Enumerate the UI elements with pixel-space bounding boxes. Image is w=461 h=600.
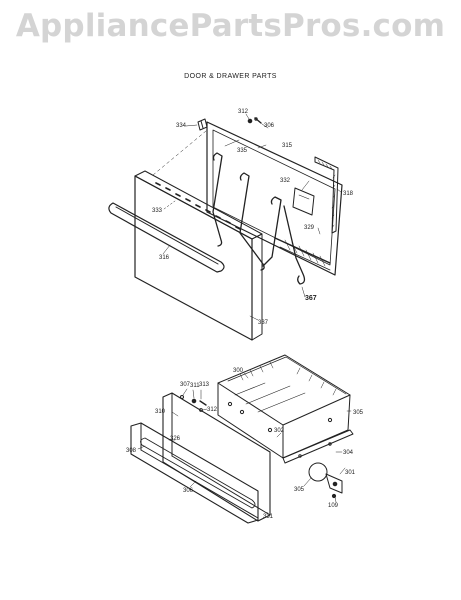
callout-310: 310	[155, 409, 166, 415]
diagram-title: DOOR & DRAWER PARTS	[184, 73, 277, 80]
top-screws	[247, 117, 262, 124]
callout-335: 335	[237, 148, 248, 154]
drawer-screws	[180, 395, 207, 412]
watermark: AppliancePartsPros.com	[15, 8, 446, 44]
callout-332: 332	[280, 178, 291, 184]
callout-307: 307	[180, 382, 191, 388]
callout-331: 331	[263, 514, 274, 520]
callout-329: 329	[304, 225, 315, 231]
drawer-trim-handle	[130, 422, 259, 524]
callout-367: 367	[305, 295, 317, 302]
callout-300: 300	[233, 368, 244, 374]
callout-308: 308	[126, 448, 137, 454]
door-handle	[108, 202, 225, 273]
callout-313: 313	[199, 382, 210, 388]
callout-337: 337	[258, 320, 269, 326]
drawer-slide-rail	[282, 429, 354, 464]
callout-315: 315	[282, 143, 293, 149]
callout-311: 311	[190, 383, 200, 389]
part-callouts: 334 312 306 335 315 318 332 333 329 316 …	[126, 109, 364, 520]
callout-312-drawer: 312	[207, 407, 218, 413]
door-seal-strip	[314, 156, 339, 234]
drawer-front-panel	[162, 392, 271, 522]
callout-334: 334	[176, 123, 187, 129]
callout-326: 326	[170, 436, 181, 442]
drawer-tray	[217, 354, 351, 459]
callout-109: 109	[328, 503, 339, 509]
callout-306-lower: 306	[183, 488, 194, 494]
callout-304: 304	[343, 450, 354, 456]
callout-316: 316	[159, 255, 170, 261]
door-leader-lines	[152, 113, 342, 321]
callout-312-top: 312	[238, 109, 249, 115]
insulation-block	[292, 187, 315, 216]
callout-318: 318	[343, 191, 354, 197]
callout-302: 302	[274, 428, 285, 434]
callout-305-right: 305	[353, 410, 364, 416]
outer-door-panel	[134, 170, 263, 341]
hinge-clip	[197, 118, 208, 131]
roller-bracket	[308, 462, 343, 499]
callout-301: 301	[345, 470, 356, 476]
drawer-leader-lines	[137, 372, 352, 514]
callout-333: 333	[152, 208, 163, 214]
inner-door-liner	[206, 121, 343, 276]
callout-306-top: 306	[264, 123, 275, 129]
hinge-springs	[212, 152, 306, 285]
callout-305-lower: 305	[294, 487, 305, 493]
